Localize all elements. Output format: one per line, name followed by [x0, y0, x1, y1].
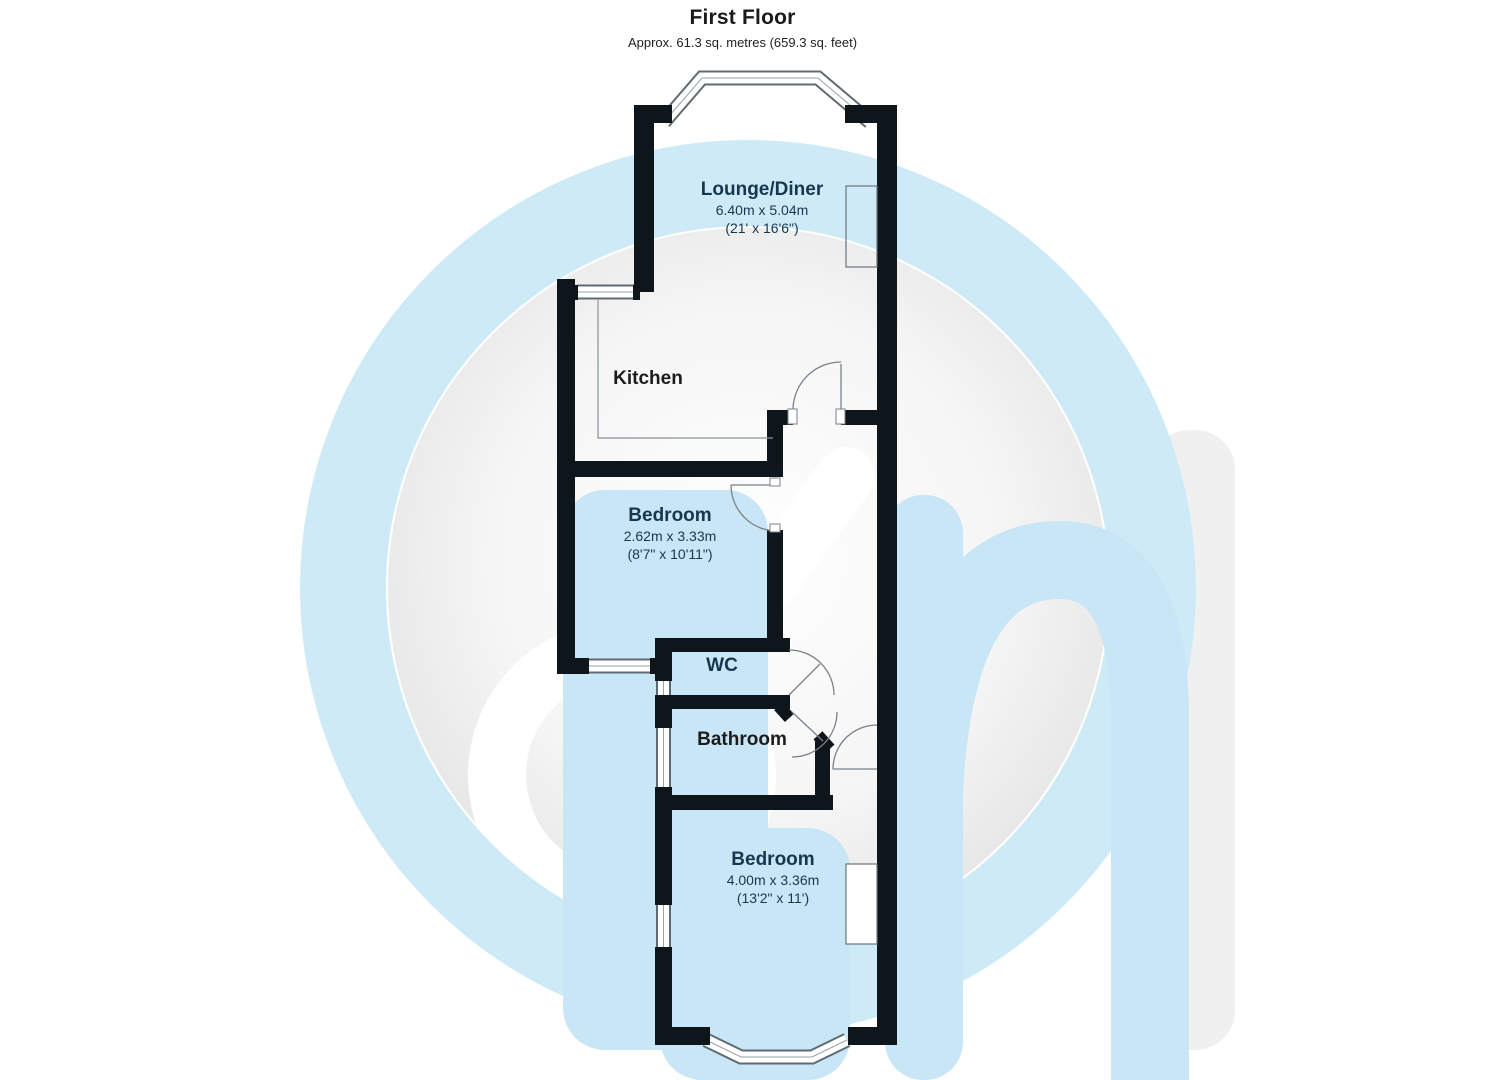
room-name: Bathroom — [697, 729, 787, 750]
plan-header: First Floor Approx. 61.3 sq. metres (659… — [0, 6, 1485, 50]
bathroom-door — [791, 711, 838, 758]
room-label-kitchen: Kitchen — [613, 367, 683, 390]
bay-window-top — [658, 70, 875, 128]
agency-logo-watermark — [300, 140, 1235, 1080]
bay-window-bottom — [702, 1033, 851, 1065]
bedroom1-door — [730, 477, 781, 533]
wc-door — [788, 649, 835, 696]
room-name: Bedroom — [731, 849, 815, 870]
room-dim-imperial: (21' x 16'6") — [725, 220, 799, 237]
doors — [730, 361, 878, 770]
room-name: WC — [706, 655, 738, 676]
room-dim-metric: 6.40m x 5.04m — [715, 202, 809, 219]
room-dim-imperial: (8'7" x 10'11") — [627, 546, 713, 563]
room-name: Bedroom — [628, 505, 712, 526]
room-name: Kitchen — [613, 368, 683, 389]
page-title: First Floor — [689, 6, 796, 29]
room-label-lounge-diner: Lounge/Diner 6.40m x 5.04m (21' x 16'6") — [701, 178, 823, 237]
walls — [557, 105, 897, 1045]
room-dim-metric: 2.62m x 3.33m — [623, 528, 717, 545]
bedroom2-wardrobe — [845, 863, 878, 945]
room-label-bathroom: Bathroom — [697, 728, 787, 751]
windows — [577, 70, 875, 1065]
room-dim-imperial: (13'2" x 11') — [736, 890, 810, 907]
watermark-blue-letters — [563, 490, 1189, 1080]
page-subtitle: Approx. 61.3 sq. metres (659.3 sq. feet) — [627, 35, 858, 50]
room-name: Lounge/Diner — [700, 179, 824, 200]
bedroom2-door — [832, 724, 878, 770]
kitchen-counter-line — [597, 300, 773, 439]
room-label-bedroom-1: Bedroom 2.62m x 3.33m (8'7" x 10'11") — [624, 504, 717, 563]
hall-door — [787, 361, 846, 425]
lounge-chimney-breast — [845, 185, 878, 268]
room-label-wc: WC — [706, 654, 738, 677]
fixtures — [597, 185, 878, 945]
room-dim-metric: 4.00m x 3.36m — [726, 872, 820, 889]
room-label-bedroom-2: Bedroom 4.00m x 3.36m (13'2" x 11') — [727, 848, 820, 907]
